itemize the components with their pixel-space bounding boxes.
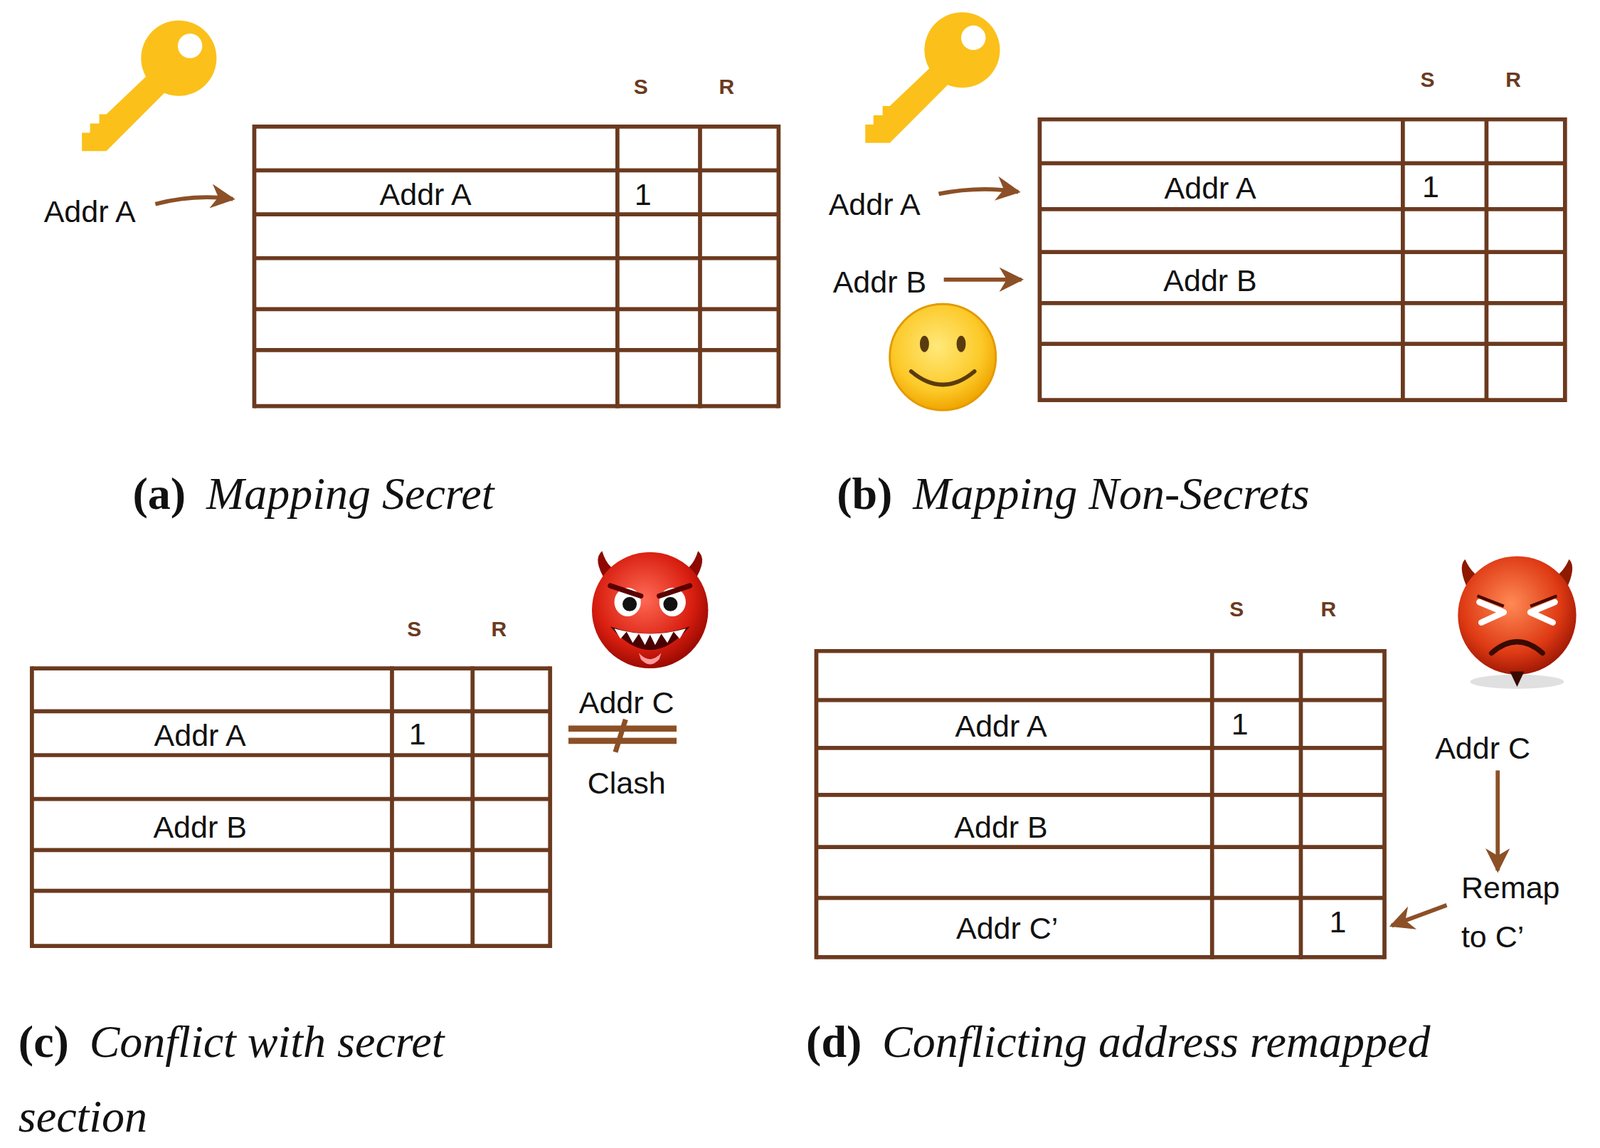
devil-face (1457, 555, 1576, 688)
table-cell: 1 (1422, 171, 1440, 203)
column-line (615, 124, 620, 409)
table-cell: Addr C’ (956, 912, 1058, 943)
column-header: R (1321, 598, 1337, 620)
caption-text: Conflicting address remapped (882, 1015, 1430, 1067)
remap-note: Remap to C’ (1461, 862, 1593, 962)
subfigure-tag: (d) (806, 1015, 862, 1067)
clash-symbol (568, 719, 677, 752)
table-cell: 1 (1231, 707, 1249, 739)
subfigure-caption: (a) Mapping Secret (132, 456, 847, 531)
mapping-table: SRAddr A1Addr B (31, 668, 550, 946)
table-cell: Addr B (152, 811, 247, 842)
subfigure-caption: (d) Conflicting address remapped (806, 1003, 1521, 1079)
column-line (389, 665, 395, 948)
column-header: R (491, 618, 508, 640)
table-cell: Addr B (1163, 265, 1257, 296)
table-cell: Addr A (154, 719, 247, 750)
column-header: R (718, 76, 735, 98)
column-line (1037, 117, 1043, 402)
clash-label: Clash (587, 767, 666, 799)
column-line (776, 124, 782, 409)
subfigure-tag: (c) (18, 1015, 70, 1067)
table-cell: Addr A (1164, 172, 1257, 203)
column-line (547, 665, 553, 948)
table-cell: Addr A (379, 178, 472, 210)
key-icon (81, 20, 217, 152)
table-grid (32, 117, 1566, 960)
address-label: Addr A (828, 188, 921, 220)
column-header: S (1420, 69, 1435, 91)
caption-text: Conflict with secret section (18, 1015, 445, 1142)
mapping-table: SRAddr A1Addr BAddr C’1 (816, 650, 1385, 957)
column-line (252, 124, 257, 409)
subfigure-caption: (b) Mapping Non-Secrets (836, 456, 1592, 531)
column-header: S (1229, 598, 1244, 620)
subfigure-caption: (c)Conflict with secret section (18, 1003, 550, 1148)
table-cell: Addr A (955, 710, 1048, 741)
column-line (1484, 117, 1490, 402)
column-line (29, 665, 35, 948)
table-lines (253, 124, 779, 409)
column-line (814, 648, 819, 960)
mapping-table: SRAddr A1Addr B (1040, 119, 1566, 400)
table-cell: 1 (409, 718, 427, 750)
table-lines (1039, 117, 1565, 402)
subfigure-tag: (b) (836, 468, 893, 519)
devil-face (591, 550, 708, 669)
column-line (1299, 648, 1304, 960)
column-line (1382, 648, 1387, 960)
column-header: S (406, 618, 422, 640)
address-label: Addr A (44, 195, 136, 227)
caption-text: Mapping Secret (206, 468, 495, 519)
key-icon (865, 12, 1000, 143)
caption-text: Mapping Non-Secrets (912, 468, 1310, 519)
address-label: Addr C (579, 686, 675, 718)
column-line (1400, 117, 1406, 402)
column-line (470, 665, 475, 948)
subfigure-tag: (a) (132, 468, 186, 519)
mapping-table: SRAddr A1 (253, 126, 779, 407)
table-lines (32, 665, 550, 948)
table-cell: 1 (634, 178, 652, 210)
smiley-face (889, 303, 996, 410)
column-header: S (633, 76, 649, 98)
address-label: Addr C (1434, 732, 1531, 764)
address-label: Addr B (833, 266, 927, 297)
table-lines (816, 648, 1385, 960)
column-line (1210, 648, 1215, 960)
column-line (697, 124, 703, 409)
table-cell: Addr B (954, 811, 1048, 842)
leader-arrow (155, 189, 1498, 926)
column-header: R (1505, 69, 1522, 91)
column-line (1563, 117, 1568, 402)
table-cell: 1 (1328, 906, 1347, 937)
